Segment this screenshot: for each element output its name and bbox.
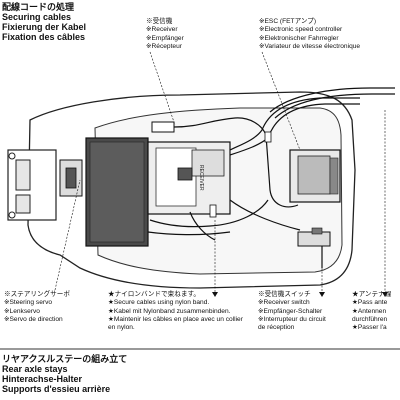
label-receiver: ※受信機 ※Receiver ※Empfänger ※Récepteur: [146, 18, 184, 50]
label-receiver-switch: ※受信機スイッチ ※Receiver switch ※Empfänger-Sch…: [258, 291, 326, 332]
label-esc: ※ESC (FETアンプ) ※Electronic speed controll…: [259, 18, 361, 50]
title-de: Fixierung der Kabel: [2, 22, 87, 32]
title-de: Hinterachse-Halter: [2, 374, 83, 384]
label-steering-servo: ※ステアリングサーボ ※Steering servo ※Lenkservo ※S…: [4, 291, 70, 323]
title-jp: 配線コードの処理: [2, 2, 75, 12]
receiver-print: RECEIVER: [198, 165, 204, 191]
title-en: Securing cables: [2, 12, 72, 22]
label-antenna: ★アンテナ線 ★Pass ante ★Antennen durchführen …: [352, 291, 392, 332]
label-nylon-band: ★ナイロンバンドで束ねます。 ★Secure cables using nylo…: [108, 291, 243, 332]
section-title-rear-axle-stays: リヤアクスルステーの組み立て Rear axle stays Hinterach…: [2, 354, 127, 394]
title-jp: リヤアクスルステーの組み立て: [2, 354, 128, 364]
title-fr: Fixation des câbles: [2, 32, 86, 42]
section-title-securing-cables: 配線コードの処理 Securing cables Fixierung der K…: [2, 2, 86, 42]
title-fr: Supports d'essieu arrière: [2, 384, 111, 394]
title-en: Rear axle stays: [2, 364, 68, 374]
front-bumper: [7, 149, 57, 221]
